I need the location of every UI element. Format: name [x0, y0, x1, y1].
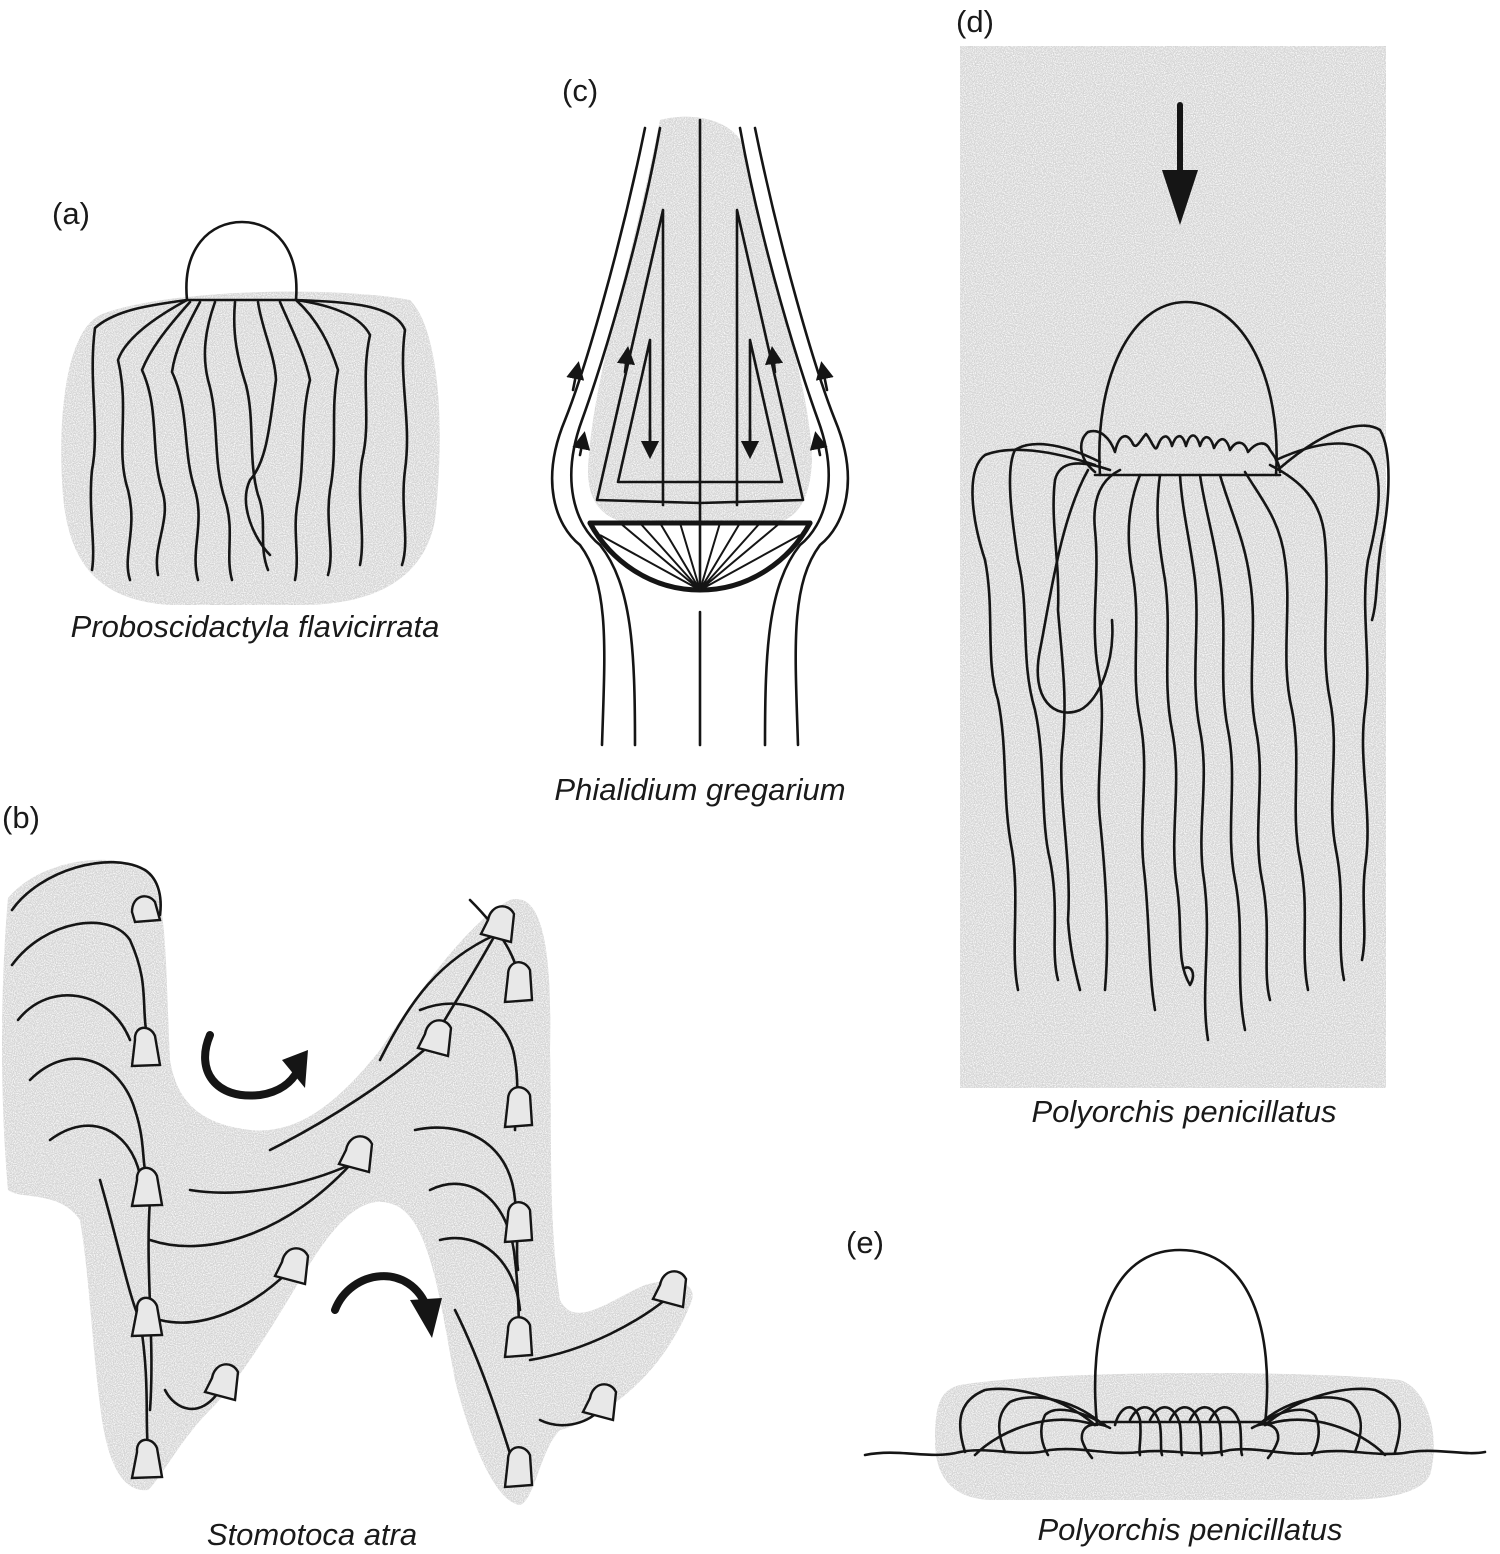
- flow-arrow-icon: [572, 431, 591, 457]
- caption-b: Stomotoca atra: [207, 1517, 417, 1552]
- panel-e-background: [935, 1373, 1434, 1500]
- panel-d-background: [960, 46, 1386, 1088]
- flow-arrow-icon: [616, 345, 635, 374]
- caption-e: Polyorchis penicillatus: [1038, 1512, 1343, 1547]
- colony-b: [10, 860, 667, 1472]
- flow-lines-c: [550, 118, 850, 747]
- panel-label-b: (b): [2, 800, 40, 835]
- jellyfish-e: [863, 1248, 1487, 1460]
- panel-a: (a) Proboscidactyla flavicirrata: [52, 196, 440, 644]
- flow-arrow-icon: [815, 361, 834, 392]
- panel-label-a: (a): [52, 196, 90, 231]
- panel-b: (b): [2, 800, 693, 1552]
- flow-arrow-icon: [809, 431, 828, 457]
- panel-label-e: (e): [846, 1225, 884, 1260]
- curved-arrow-up-icon: [201, 1031, 308, 1100]
- panel-label-c: (c): [562, 73, 598, 108]
- down-arrow-icon: [1162, 102, 1198, 225]
- flow-arrow-icon: [765, 345, 784, 374]
- panel-c: (c) Phialidium gregarium: [550, 73, 850, 807]
- jellyfish-d: [971, 300, 1390, 1042]
- panel-d: (d) Polyorchis penicillatus: [956, 4, 1390, 1129]
- caption-a: Proboscidactyla flavicirrata: [71, 609, 440, 644]
- jellyfish-a: [89, 220, 409, 582]
- flow-arrow-icon: [566, 361, 585, 392]
- caption-d: Polyorchis penicillatus: [1032, 1094, 1337, 1129]
- curved-arrow-down-icon: [331, 1272, 442, 1338]
- panel-e: (e) Polyorchis penicillatus: [846, 1225, 1487, 1547]
- caption-c: Phialidium gregarium: [554, 772, 845, 807]
- panel-label-d: (d): [956, 4, 994, 39]
- panel-a-background: [61, 291, 440, 605]
- polyps-b: [130, 895, 688, 1489]
